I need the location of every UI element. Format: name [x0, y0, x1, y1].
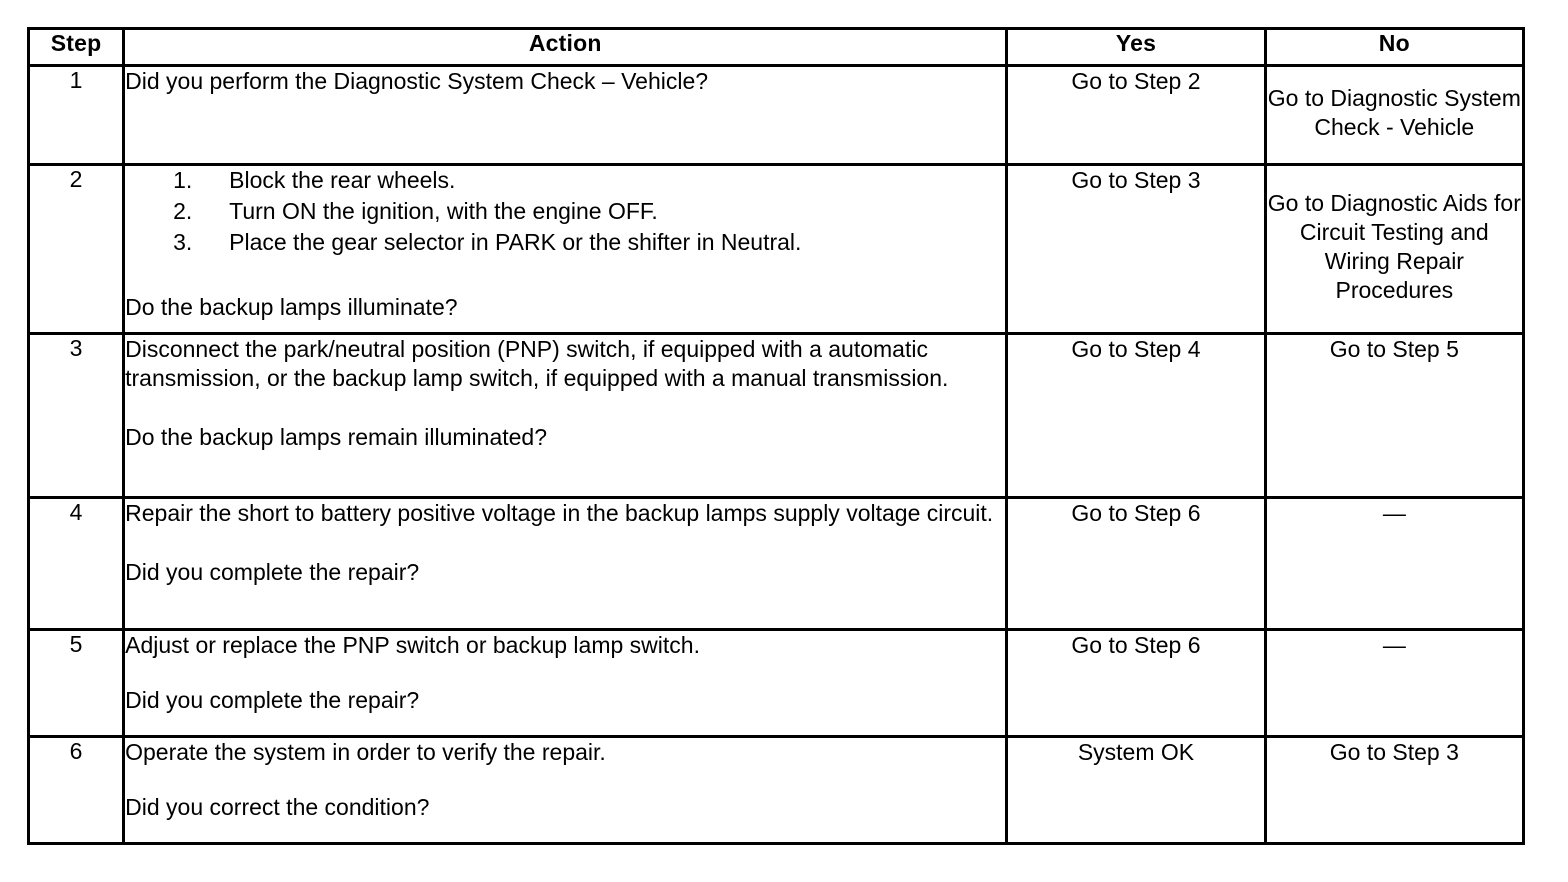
action-cell: Adjust or replace the PNP switch or back… — [122, 628, 1009, 738]
column-header-yes: Yes — [1005, 27, 1267, 67]
yes-result: System OK — [1005, 735, 1267, 845]
procedure-list: 1. Block the rear wheels. 2. Turn ON the… — [125, 166, 1005, 257]
action-cell: Did you perform the Diagnostic System Ch… — [122, 64, 1009, 166]
table-row: 2 1. Block the rear wheels. 2. Turn ON t… — [26, 163, 1526, 335]
no-result: Go to Diagnostic System Check - Vehicle — [1263, 64, 1526, 166]
action-lead-text: Repair the short to battery positive vol… — [125, 500, 994, 526]
header-row: Step Action Yes No — [26, 27, 1526, 67]
no-result: — — [1263, 496, 1526, 631]
action-question-text: Did you correct the condition? — [125, 793, 430, 820]
step-number: 5 — [26, 628, 126, 738]
spacer — [125, 767, 1005, 793]
step-number: 4 — [26, 496, 126, 631]
no-result: — — [1263, 628, 1526, 738]
action-question-text: Do the backup lamps remain illuminated? — [125, 423, 548, 450]
action-question-text: Do the backup lamps illuminate? — [125, 293, 458, 320]
column-header-no: No — [1263, 27, 1526, 67]
table-row: 3 Disconnect the park/neutral position (… — [26, 332, 1526, 499]
table-row: 6 Operate the system in order to verify … — [26, 735, 1526, 845]
table-row: 4 Repair the short to battery positive v… — [26, 496, 1526, 631]
list-item-text: Turn ON the ignition, with the engine OF… — [229, 197, 658, 224]
table-row: 5 Adjust or replace the PNP switch or ba… — [26, 628, 1526, 738]
step-number: 3 — [26, 332, 126, 499]
step-number: 2 — [26, 163, 126, 335]
yes-result: Go to Step 3 — [1005, 163, 1267, 335]
table-header: Step Action Yes No — [26, 27, 1526, 67]
action-lead-text: Did you perform the Diagnostic System Ch… — [125, 68, 709, 94]
yes-result: Go to Step 6 — [1005, 628, 1267, 738]
action-cell: Disconnect the park/neutral position (PN… — [122, 332, 1009, 499]
step-number: 6 — [26, 735, 126, 845]
action-lead-text: Disconnect the park/neutral position (PN… — [125, 336, 949, 391]
action-question-text: Did you complete the repair? — [125, 686, 420, 713]
action-cell: Operate the system in order to verify th… — [122, 735, 1009, 845]
no-result: Go to Diagnostic Aids for Circuit Testin… — [1263, 163, 1526, 335]
spacer — [125, 259, 1005, 293]
step-number: 1 — [26, 64, 126, 166]
spacer — [125, 393, 1005, 423]
action-lead-text: Operate the system in order to verify th… — [125, 739, 606, 765]
yes-result: Go to Step 4 — [1005, 332, 1267, 499]
no-result: Go to Step 5 — [1263, 332, 1526, 499]
list-item-number: 3. — [173, 228, 193, 255]
diagnostic-steps-table: Step Action Yes No 1 Did you perform the… — [26, 27, 1526, 845]
list-item: 1. Block the rear wheels. — [125, 166, 1005, 195]
action-cell: Repair the short to battery positive vol… — [122, 496, 1009, 631]
list-item: 2. Turn ON the ignition, with the engine… — [125, 197, 1005, 226]
column-header-action: Action — [122, 27, 1009, 67]
table-body: 1 Did you perform the Diagnostic System … — [26, 64, 1526, 845]
yes-result: Go to Step 6 — [1005, 496, 1267, 631]
spacer — [125, 528, 1005, 558]
table-row: 1 Did you perform the Diagnostic System … — [26, 64, 1526, 166]
list-item-text: Place the gear selector in PARK or the s… — [229, 228, 802, 255]
list-item-text: Block the rear wheels. — [229, 167, 456, 193]
action-cell: 1. Block the rear wheels. 2. Turn ON the… — [122, 163, 1009, 335]
list-item-number: 1. — [173, 167, 193, 193]
action-question-text: Did you complete the repair? — [125, 558, 420, 585]
column-header-step: Step — [26, 27, 126, 67]
spacer — [125, 660, 1005, 686]
no-result: Go to Step 3 — [1263, 735, 1526, 845]
yes-result: Go to Step 2 — [1005, 64, 1267, 166]
list-item: 3. Place the gear selector in PARK or th… — [125, 228, 1005, 257]
list-item-number: 2. — [173, 197, 193, 224]
action-lead-text: Adjust or replace the PNP switch or back… — [125, 632, 700, 658]
